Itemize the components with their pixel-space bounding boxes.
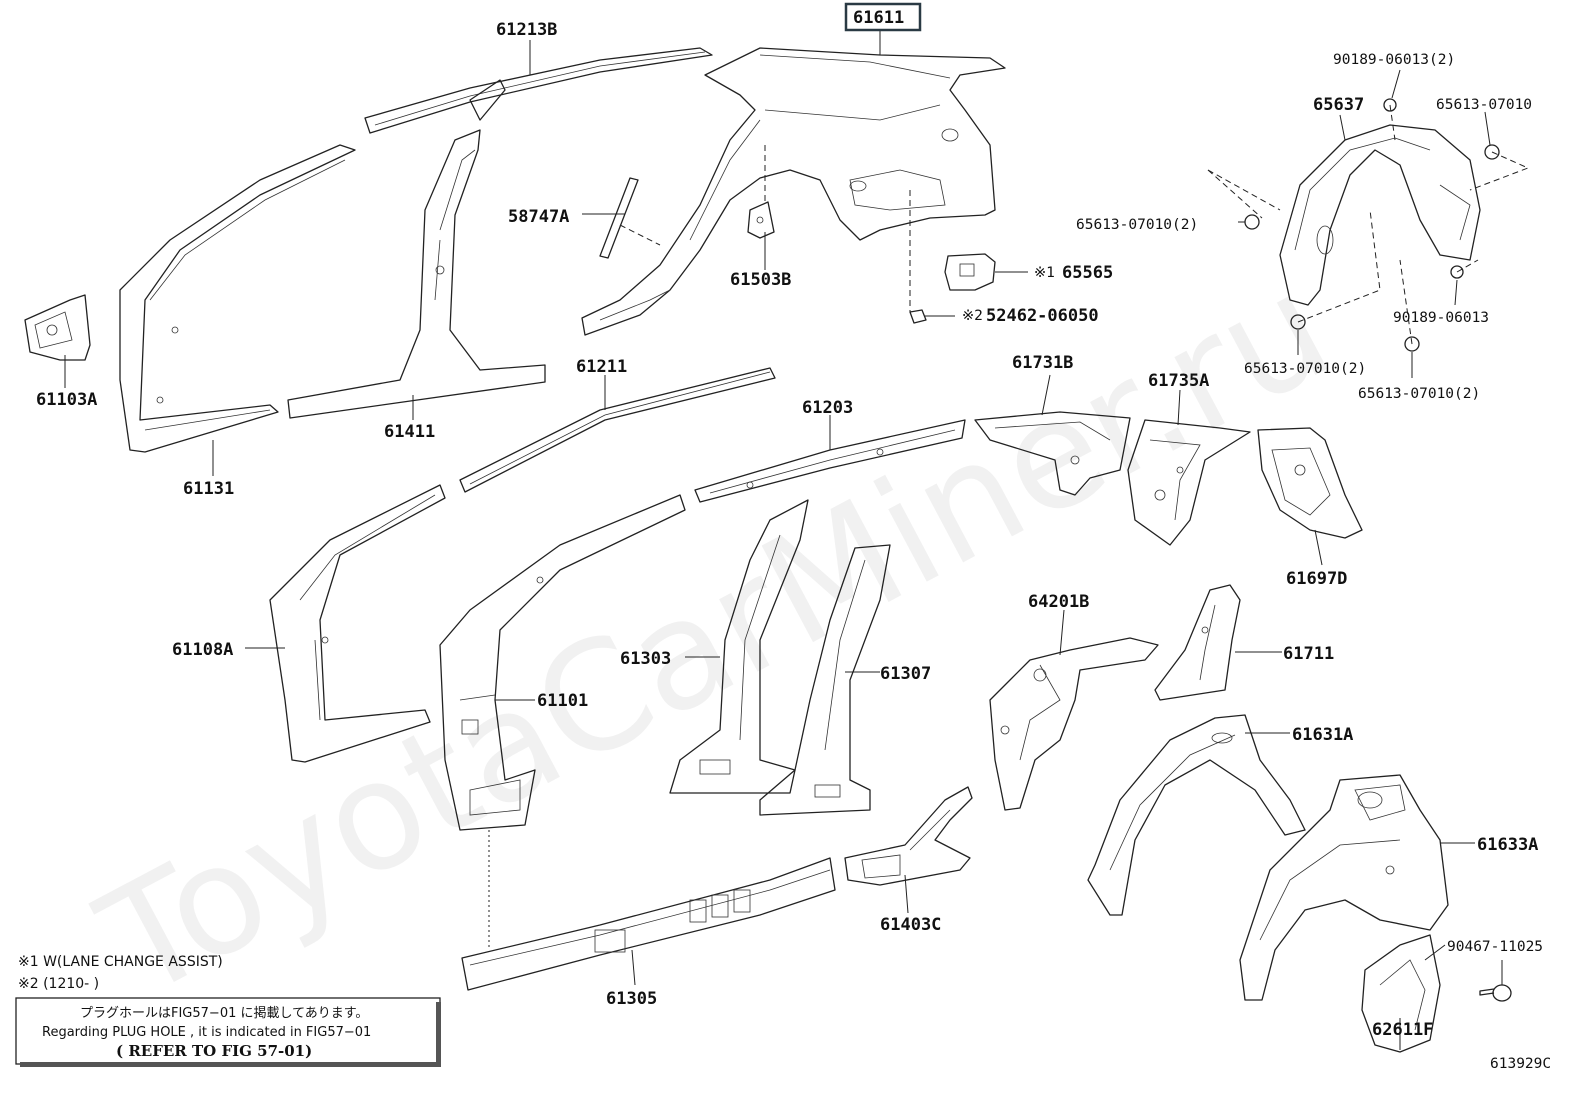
label-61611[interactable]: 61611 — [853, 8, 904, 28]
label-61103a[interactable]: 61103A — [36, 390, 97, 410]
part-61103a-drawing — [24, 294, 91, 361]
label-61735a[interactable]: 61735A — [1148, 371, 1209, 391]
part-61305-drawing — [461, 857, 836, 991]
part-61731b-drawing — [974, 411, 1131, 496]
part-61631a-drawing — [1087, 714, 1306, 916]
part-61213b-drawing — [364, 47, 713, 134]
label-65613-07010-2-a[interactable]: 65613-07010(2) — [1076, 217, 1198, 233]
part-61611-drawing — [581, 47, 1006, 336]
highlight-box — [844, 2, 922, 32]
label-61108a[interactable]: 61108A — [172, 640, 233, 660]
figure-code: 613929C — [1490, 1056, 1551, 1072]
note-2: ※2 (1210- ) — [18, 976, 99, 992]
part-61211-drawing — [459, 367, 776, 493]
part-62611f-drawing — [1361, 934, 1441, 1053]
label-65613-07010-2-c[interactable]: 65613-07010(2) — [1358, 386, 1480, 402]
label-58747a[interactable]: 58747A — [508, 207, 569, 227]
label-61503b[interactable]: 61503B — [730, 270, 791, 290]
part-61101-drawing — [439, 494, 686, 831]
label-61203[interactable]: 61203 — [802, 398, 853, 418]
label-61101[interactable]: 61101 — [537, 691, 588, 711]
part-61307-drawing — [759, 544, 891, 816]
label-61307[interactable]: 61307 — [880, 664, 931, 684]
label-61633a[interactable]: 61633A — [1477, 835, 1538, 855]
reference-line-ref[interactable]: ( REFER TO FIG 57-01) — [116, 1042, 312, 1060]
label-61711[interactable]: 61711 — [1283, 644, 1334, 664]
part-61411-drawing — [287, 129, 546, 419]
watermark: ToyotaCarMiner.ru — [74, 240, 1356, 1032]
reference-box: プラグホールはFIG57−01 に掲載してあります。 Regarding PLU… — [15, 997, 441, 1067]
part-61735a-drawing — [1127, 419, 1251, 546]
label-65613-07010[interactable]: 65613-07010 — [1436, 97, 1532, 113]
reference-line-jp: プラグホールはFIG57−01 に掲載してあります。 — [80, 1005, 368, 1021]
label-90467[interactable]: 90467-11025 — [1447, 939, 1543, 955]
label-61411[interactable]: 61411 — [384, 422, 435, 442]
note-1: ※1 W(LANE CHANGE ASSIST) — [18, 954, 223, 970]
part-65565-drawing — [944, 253, 996, 291]
label-61731b[interactable]: 61731B — [1012, 353, 1073, 373]
part-61403c-drawing — [844, 786, 973, 886]
part-90467-drawing — [1479, 984, 1512, 1002]
label-62611f[interactable]: 62611F — [1372, 1020, 1433, 1040]
label-65613-07010-2-b[interactable]: 65613-07010(2) — [1244, 361, 1366, 377]
part-61131-drawing — [119, 144, 356, 453]
label-61697d[interactable]: 61697D — [1286, 569, 1347, 589]
label-61631a[interactable]: 61631A — [1292, 725, 1353, 745]
part-64201b-drawing — [989, 637, 1159, 811]
label-61303[interactable]: 61303 — [620, 649, 671, 669]
label-61213b[interactable]: 61213B — [496, 20, 557, 40]
part-61633a-drawing — [1239, 774, 1449, 1001]
part-61503b-drawing — [747, 201, 775, 239]
label-61403c[interactable]: 61403C — [880, 915, 941, 935]
label-61131[interactable]: 61131 — [183, 479, 234, 499]
label-90189-06013-2[interactable]: 90189-06013(2) — [1333, 52, 1455, 68]
label-64201b[interactable]: 64201B — [1028, 592, 1089, 612]
part-labels: 61213B 61611 58747A 61503B 65565 52462-0… — [18, 8, 1551, 1072]
label-65565[interactable]: 65565 — [1062, 263, 1113, 283]
part-61697d-drawing — [1257, 427, 1363, 539]
part-61711-drawing — [1154, 584, 1241, 701]
label-52462[interactable]: 52462-06050 — [986, 306, 1099, 326]
connection-lines — [488, 104, 1530, 950]
part-58747a-drawing — [599, 177, 639, 259]
part-61303-drawing — [669, 499, 809, 794]
part-65637-drawing — [1279, 124, 1481, 306]
label-61211[interactable]: 61211 — [576, 357, 627, 377]
label-61305[interactable]: 61305 — [606, 989, 657, 1009]
reference-line-en: Regarding PLUG HOLE , it is indicated in… — [42, 1025, 371, 1040]
marker-2: ※2 — [962, 308, 983, 324]
fastener-drawings — [1244, 98, 1500, 352]
label-90189-06013[interactable]: 90189-06013 — [1393, 310, 1489, 326]
part-52462-drawing — [909, 309, 927, 324]
marker-1: ※1 — [1034, 265, 1055, 281]
part-61108a-drawing — [269, 484, 446, 763]
label-65637[interactable]: 65637 — [1313, 95, 1364, 115]
leader-lines — [64, 30, 1503, 1050]
